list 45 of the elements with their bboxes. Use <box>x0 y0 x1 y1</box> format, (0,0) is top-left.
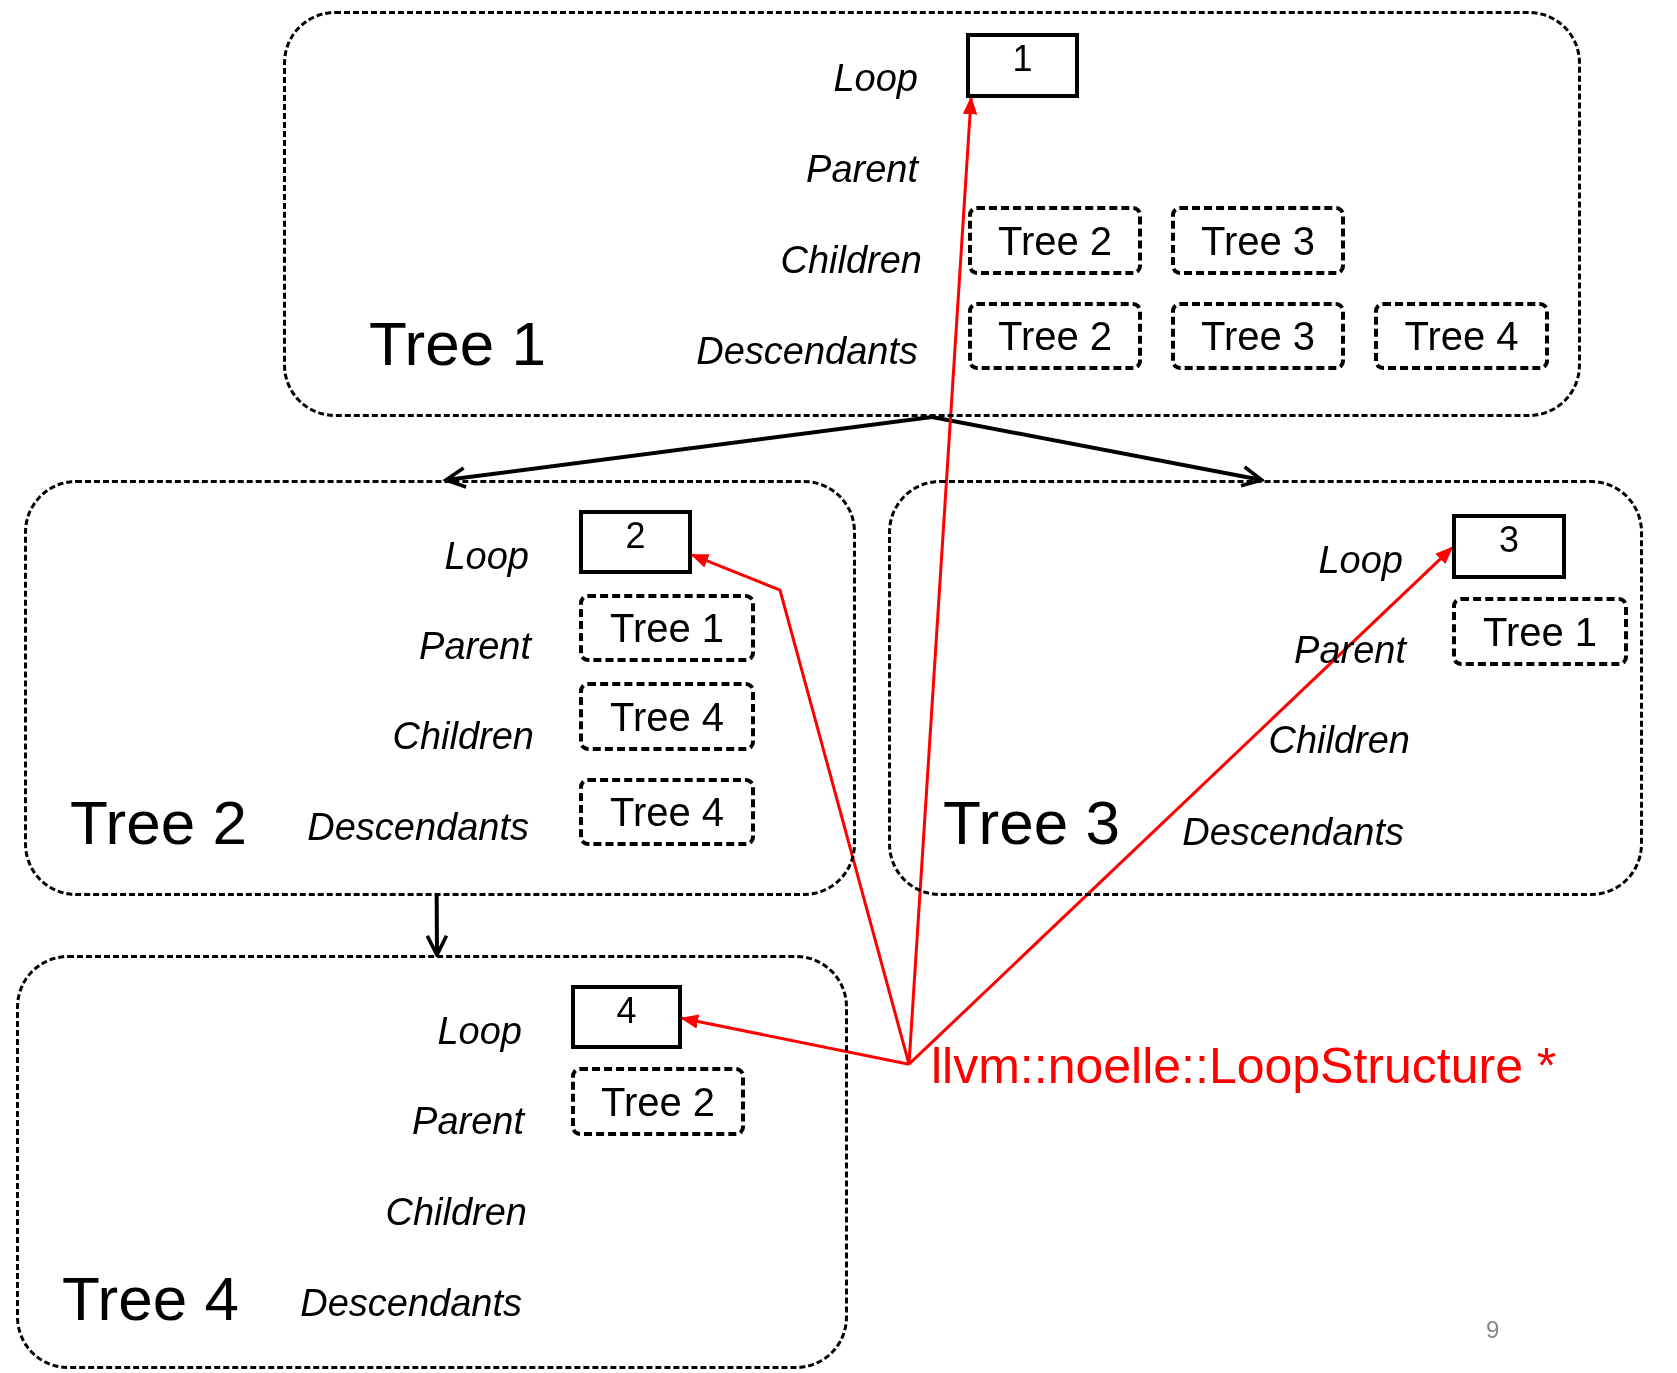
loop-box: 4 <box>571 985 682 1049</box>
field-label: Loop <box>833 59 918 97</box>
tree-reference-box: Tree 2 <box>571 1067 745 1136</box>
tree-reference-box: Tree 2 <box>968 302 1142 370</box>
field-label: Descendants <box>307 808 529 846</box>
loop-box: 2 <box>579 510 692 574</box>
field-label: Loop <box>437 1012 522 1050</box>
tree-reference-box: Tree 1 <box>1452 597 1628 666</box>
tree-reference-box: Tree 2 <box>968 206 1142 275</box>
arrow <box>444 415 933 489</box>
field-label: Children <box>780 241 922 279</box>
arrow <box>690 553 911 1065</box>
tree-reference-box: Tree 4 <box>1374 302 1549 370</box>
field-label: Parent <box>412 1102 524 1140</box>
tree-panel <box>24 480 856 896</box>
field-label: Children <box>1268 721 1410 759</box>
field-label: Descendants <box>300 1284 522 1322</box>
tree-title: Tree 2 <box>70 792 247 854</box>
field-label: Loop <box>1318 541 1403 579</box>
tree-reference-box: Tree 4 <box>579 682 755 751</box>
field-label: Loop <box>444 537 529 575</box>
tree-title: Tree 1 <box>369 313 546 375</box>
tree-panel <box>283 11 1581 417</box>
tree-reference-box: Tree 3 <box>1171 206 1345 275</box>
loop-box: 3 <box>1452 514 1566 579</box>
field-label: Descendants <box>696 332 918 370</box>
tree-panel <box>888 480 1643 896</box>
arrow <box>931 415 1264 488</box>
arrow <box>907 546 1454 1066</box>
pointer-label: llvm::noelle::LoopStructure * <box>931 1041 1557 1091</box>
field-label: Children <box>385 1193 527 1231</box>
field-label: Parent <box>806 150 918 188</box>
field-label: Children <box>392 717 534 755</box>
tree-title: Tree 4 <box>62 1268 239 1330</box>
tree-panel <box>16 955 848 1369</box>
tree-reference-box: Tree 3 <box>1171 302 1345 370</box>
tree-reference-box: Tree 4 <box>579 778 755 846</box>
page-number: 9 <box>1486 1318 1500 1342</box>
arrow <box>425 896 449 957</box>
field-label: Parent <box>419 627 531 665</box>
loop-box: 1 <box>966 33 1079 98</box>
arrow <box>680 1014 910 1066</box>
field-label: Descendants <box>1182 813 1404 851</box>
tree-title: Tree 3 <box>943 792 1120 854</box>
tree-reference-box: Tree 1 <box>579 594 755 662</box>
